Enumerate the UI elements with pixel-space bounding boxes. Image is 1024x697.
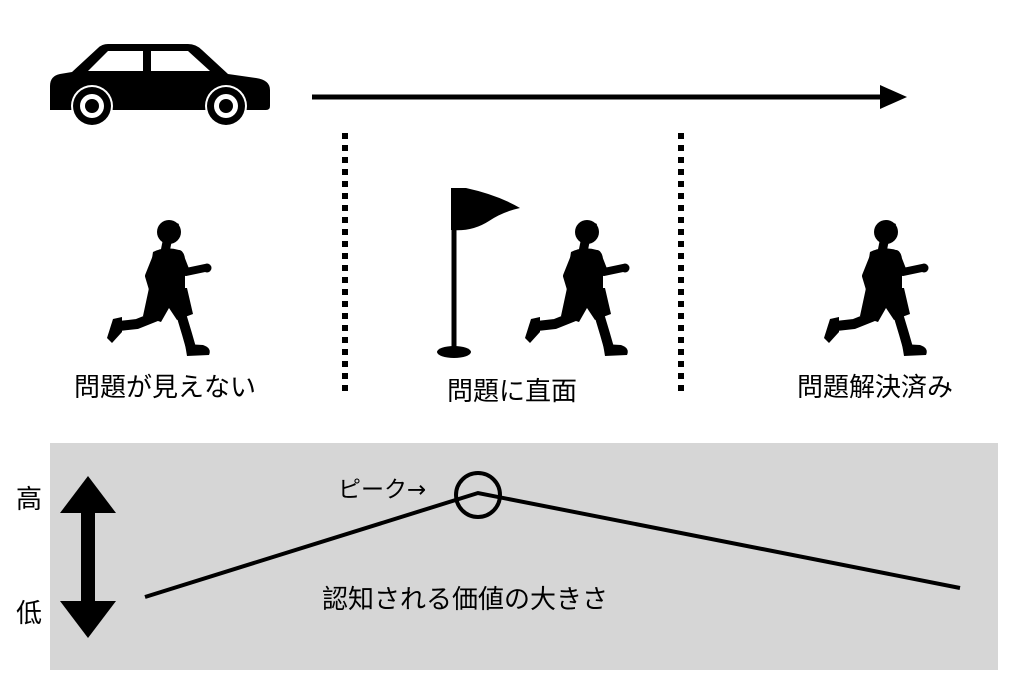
peak-label: ピーク→ — [338, 477, 427, 503]
value-caption: 認知される価値の大きさ — [322, 585, 609, 615]
right-arrow-icon — [312, 85, 907, 109]
high-label: 高 — [15, 485, 42, 515]
up-down-arrow-icon — [60, 476, 116, 638]
stage-label-solved: 問題解決済み — [796, 373, 953, 403]
stage-label-unseen: 問題が見えない — [73, 373, 256, 403]
low-label: 低 — [15, 599, 42, 629]
running-child-icon-stage-3 — [824, 220, 929, 356]
peak-marker-circle — [454, 471, 502, 519]
stage-label-facing: 問題に直面 — [446, 377, 577, 407]
flag-icon — [437, 188, 520, 358]
car-icon — [50, 44, 270, 127]
perceived-value-line — [144, 490, 961, 599]
running-child-icon-stage-1 — [107, 220, 212, 356]
running-child-icon-stage-2 — [525, 220, 630, 356]
value-panel-background — [50, 443, 998, 670]
